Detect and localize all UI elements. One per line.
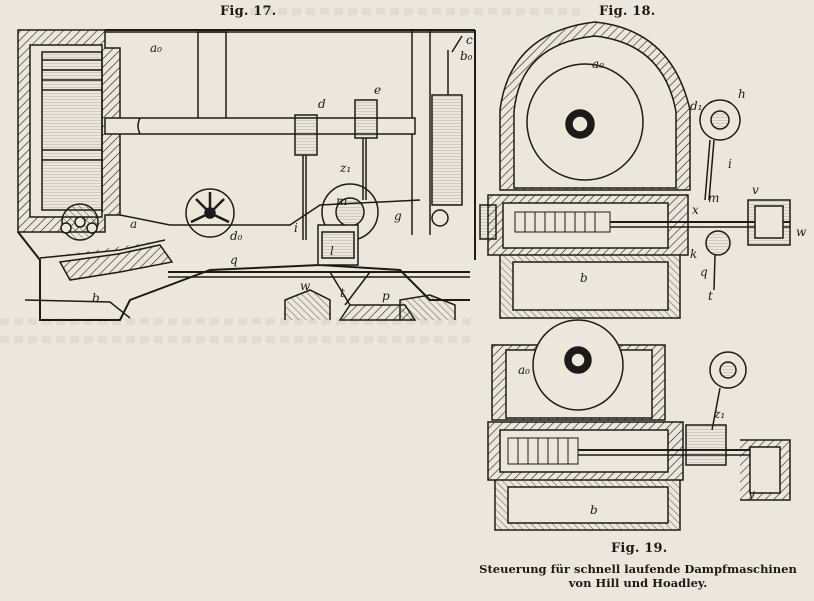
- svg-text:k: k: [690, 247, 697, 261]
- svg-text:m: m: [336, 194, 347, 208]
- bleed-through: [0, 336, 470, 343]
- svg-text:w: w: [300, 279, 311, 293]
- caption-line-2: von Hill und Hoadley.: [568, 576, 708, 590]
- svg-text:i: i: [294, 221, 298, 235]
- svg-text:e: e: [374, 83, 381, 97]
- fig19-label: Fig. 19.: [611, 541, 668, 556]
- svg-text:d₁: d₁: [690, 99, 703, 113]
- svg-text:z₁: z₁: [339, 161, 351, 175]
- svg-text:d: d: [318, 97, 326, 111]
- svg-text:i: i: [728, 157, 732, 171]
- caption-line-1: Steuerung für schnell laufende Dampfmasc…: [479, 562, 797, 576]
- figure-caption: Steuerung für schnell laufende Dampfmasc…: [470, 562, 806, 590]
- svg-text:a: a: [130, 217, 137, 231]
- svg-text:y: y: [747, 487, 755, 501]
- svg-text:w: w: [796, 225, 807, 239]
- svg-text:p: p: [382, 289, 390, 303]
- svg-text:l: l: [330, 244, 334, 258]
- svg-text:t: t: [708, 289, 713, 303]
- svg-text:b: b: [92, 291, 100, 305]
- svg-text:v: v: [752, 183, 759, 197]
- svg-text:x: x: [692, 203, 699, 217]
- svg-text:t: t: [340, 286, 345, 300]
- bleed-through: [250, 8, 580, 15]
- svg-text:a₀: a₀: [150, 41, 162, 55]
- svg-text:g: g: [394, 209, 402, 223]
- svg-text:a₀: a₀: [592, 57, 604, 71]
- fig17-label: Fig. 17.: [220, 4, 277, 19]
- svg-text:q: q: [700, 265, 708, 279]
- fig18-label: Fig. 18.: [599, 4, 656, 19]
- svg-text:d₀: d₀: [230, 229, 243, 243]
- svg-text:c: c: [466, 33, 473, 47]
- svg-text:q: q: [230, 253, 238, 267]
- svg-text:h: h: [738, 87, 746, 101]
- svg-text:b: b: [580, 271, 588, 285]
- svg-text:b₀: b₀: [460, 49, 473, 63]
- svg-text:m: m: [708, 191, 719, 205]
- bleed-through: [0, 318, 470, 325]
- svg-text:z₁: z₁: [713, 407, 725, 421]
- svg-text:b: b: [590, 503, 598, 517]
- svg-text:a₀: a₀: [518, 363, 530, 377]
